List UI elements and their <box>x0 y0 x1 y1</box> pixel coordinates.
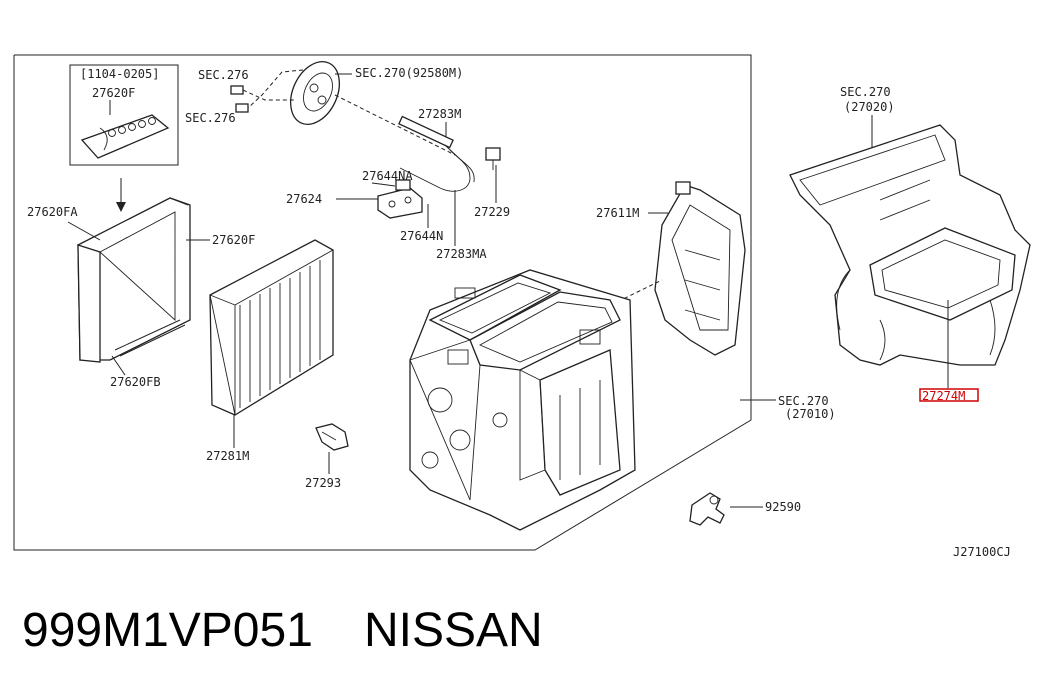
aspirator-duct <box>230 61 456 156</box>
part-92590-label: 92590 <box>765 500 801 514</box>
clip-27293 <box>315 423 349 451</box>
part-27644N-label: 27644N <box>400 229 443 243</box>
down-arrow-icon <box>116 178 126 212</box>
diagram-code: J27100CJ <box>953 545 1011 559</box>
sec270-27010-label-a: SEC.270 <box>778 394 829 408</box>
air-filter-27281M <box>209 239 334 416</box>
filter-housing-27620FA <box>77 197 191 363</box>
part-27283MA-label: 27283MA <box>436 247 487 261</box>
date-range-label: [1104-0205] <box>80 67 159 81</box>
part-number: 999M1VP051 <box>22 604 313 657</box>
part-27624-label: 27624 <box>286 192 322 206</box>
sec270-27010-label-b: (27010) <box>785 407 836 421</box>
sec276-bottom-label: SEC.276 <box>185 111 236 125</box>
harness-92590 <box>689 492 725 526</box>
part-27620FB-label: 27620FB <box>110 375 161 389</box>
part-27281M-label: 27281M <box>206 449 249 463</box>
part-27620FA-label: 27620FA <box>27 205 78 219</box>
part-27293-label: 27293 <box>305 476 341 490</box>
part-27283M-label: 27283M <box>418 107 461 121</box>
part-27229-label: 27229 <box>474 205 510 219</box>
resistor-27624 <box>377 179 423 219</box>
sensor-27229 <box>485 147 501 170</box>
sensor-27283M <box>398 115 475 192</box>
heater-unit-assembly <box>409 269 636 531</box>
date-range-inset: [1104-0205] 27620F <box>69 64 179 166</box>
part-27274M-label: 27274M <box>922 389 965 403</box>
sec276-top-label: SEC.276 <box>198 68 249 82</box>
part-27620F-box-label: 27620F <box>92 86 135 100</box>
part-27620F-label: 27620F <box>212 233 255 247</box>
sec270-92580M-label: SEC.270(92580M) <box>355 66 463 80</box>
main-frame <box>13 54 752 551</box>
sec270-27020-label-b: (27020) <box>844 100 895 114</box>
part-27611M-label: 27611M <box>596 206 639 220</box>
mode-door-27611M <box>654 181 746 356</box>
sec270-27020-label-a: SEC.270 <box>840 85 891 99</box>
blower-unit <box>789 124 1031 366</box>
brand-name: NISSAN <box>364 604 543 657</box>
highlight-box <box>919 388 979 402</box>
